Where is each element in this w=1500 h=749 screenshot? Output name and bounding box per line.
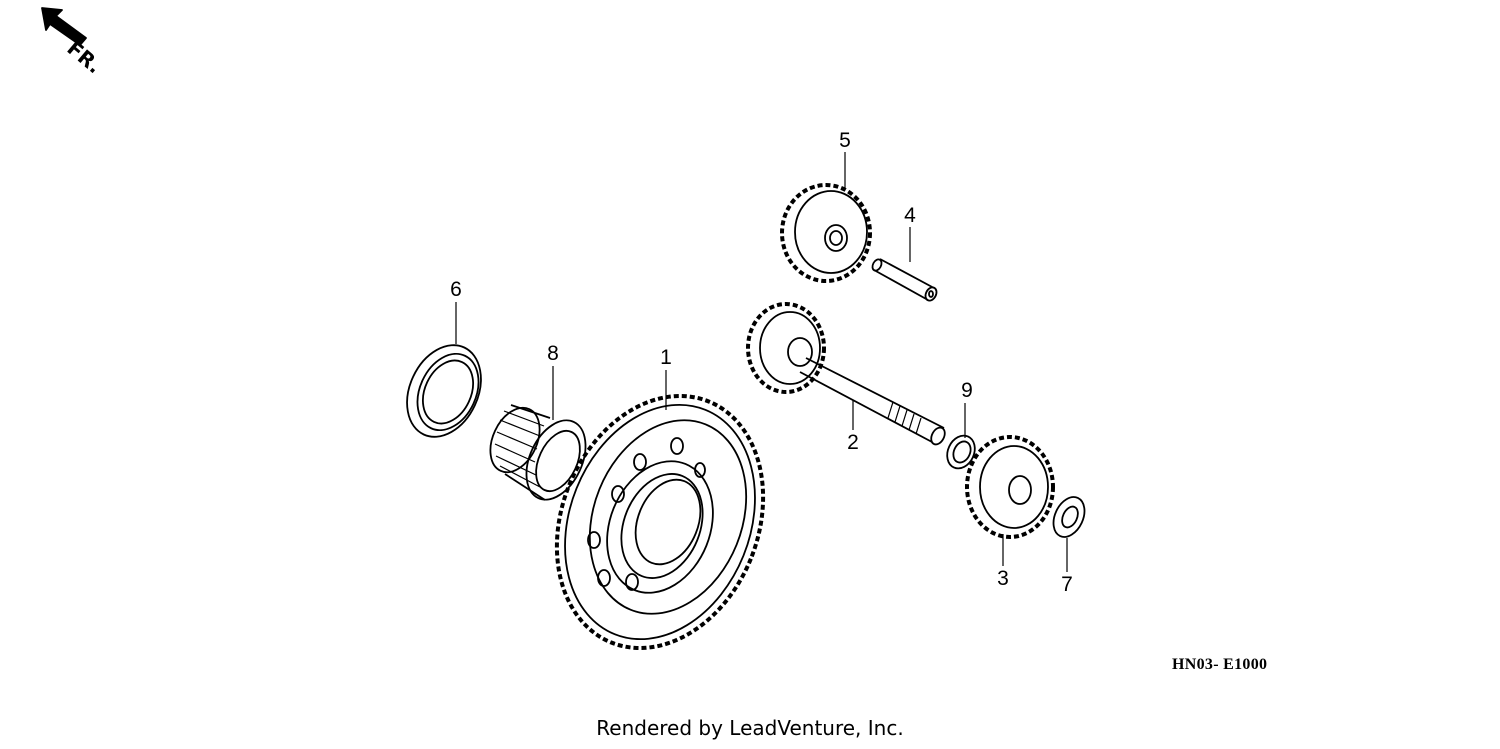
- part-8-needle-bearing: [489, 404, 587, 501]
- part-6-seal-ring: [406, 344, 482, 438]
- callout-4: 4: [904, 204, 916, 227]
- part-7-washer: [1052, 496, 1086, 538]
- footer-credit: Rendered by LeadVenture, Inc.: [596, 716, 904, 740]
- callout-leader-lines: [455, 152, 1068, 572]
- callout-8: 8: [547, 342, 559, 365]
- diagram-code: HN03- E1000: [1172, 656, 1268, 673]
- callout-1: 1: [660, 346, 672, 369]
- callout-3: 3: [997, 567, 1009, 590]
- part-5-idle-gear: [780, 183, 872, 283]
- front-direction-arrow-icon: [41, 7, 87, 46]
- part-4-pin: [871, 258, 938, 302]
- callout-2: 2: [847, 431, 859, 454]
- callout-5: 5: [839, 129, 851, 152]
- part-9-circlip: [946, 434, 976, 470]
- part-3-small-gear: [965, 435, 1055, 539]
- callout-6: 6: [450, 278, 462, 301]
- part-2-shaft-gear: [746, 302, 946, 446]
- callout-7: 7: [1061, 573, 1073, 596]
- callout-9: 9: [961, 379, 973, 402]
- part-1-driven-gear: [554, 393, 766, 651]
